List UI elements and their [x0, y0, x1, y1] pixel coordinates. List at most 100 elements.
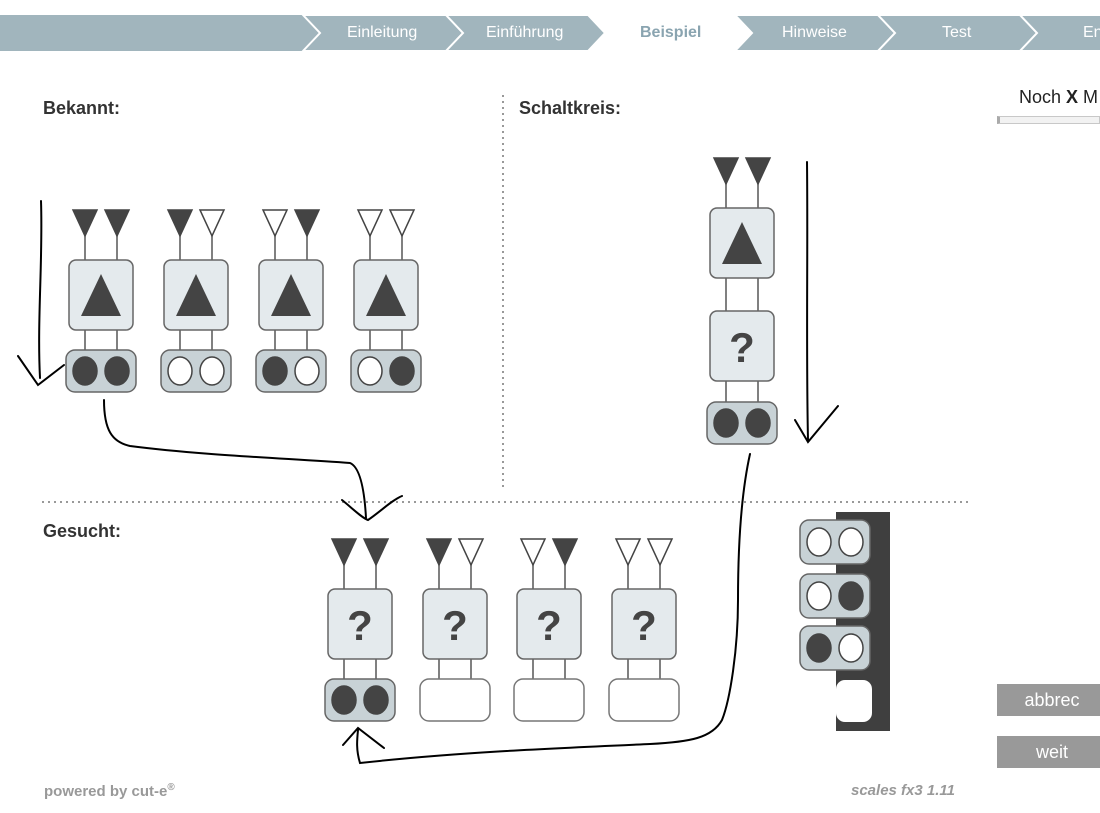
output-dot-filled: [262, 356, 288, 386]
output-dot-empty: [199, 356, 225, 386]
input-triangle-filled: [293, 209, 321, 238]
powered-by-text: powered by cut-e®: [44, 782, 175, 800]
input-triangle-filled: [330, 538, 358, 567]
output-dot-filled: [363, 685, 389, 715]
operator-box-frame: [611, 588, 677, 660]
input-triangle-filled: [166, 209, 194, 238]
nav-segment-end[interactable]: [1017, 14, 1100, 52]
operator-triangle-icon: [81, 274, 121, 316]
registered-mark: ®: [167, 782, 175, 793]
operator-box: ?: [327, 588, 393, 660]
answer-option-4[interactable]: [836, 680, 872, 722]
output-dot-empty: [167, 356, 193, 386]
answer-rail: [799, 512, 890, 731]
cancel-button[interactable]: abbrec: [997, 684, 1100, 716]
output-box-empty-frame: [513, 678, 585, 722]
output-dot-empty: [357, 356, 383, 386]
circuit-input-triangle-filled: [712, 157, 740, 186]
output-dot-filled: [72, 356, 98, 386]
circuit-operator-2-frame: [709, 310, 775, 382]
answer-dot-empty: [838, 633, 864, 663]
known-example-4: [350, 209, 422, 393]
input-triangle-empty: [457, 538, 485, 567]
operator-box-frame: [516, 588, 582, 660]
operator-box: [163, 259, 229, 331]
annotation-connector-circuit-to-wanted: [342, 453, 751, 765]
circuit-operator-1: [709, 207, 775, 279]
operator-question-mark: ?: [536, 602, 562, 649]
operator-triangle-icon: [366, 274, 406, 316]
output-box: [255, 349, 327, 393]
input-triangle-empty: [356, 209, 384, 238]
answer-option-2[interactable]: [799, 573, 871, 619]
operator-box: ?: [422, 588, 488, 660]
output-box: [513, 678, 585, 722]
wanted-task-1[interactable]: ?: [324, 538, 396, 722]
input-triangle-filled: [362, 538, 390, 567]
hand-drawn-annotations: [17, 161, 839, 765]
circuit-input-triangle-filled: [744, 157, 772, 186]
step-navigation: [0, 14, 1100, 52]
next-button[interactable]: weit: [997, 736, 1100, 768]
input-triangle-empty: [519, 538, 547, 567]
output-dot-empty: [294, 356, 320, 386]
answer-option-3[interactable]: [799, 625, 871, 671]
circuit-operator-2: ?: [709, 310, 775, 382]
input-triangle-filled: [551, 538, 579, 567]
output-dot-filled: [104, 356, 130, 386]
known-example-3: [255, 209, 327, 393]
nav-segment-start: [0, 15, 320, 51]
input-triangle-empty: [388, 209, 416, 238]
operator-triangle-icon: [722, 222, 762, 264]
version-text: scales fx3 1.11: [851, 782, 955, 799]
operator-box: ?: [611, 588, 677, 660]
nav-label-test[interactable]: Test: [942, 24, 972, 41]
input-triangle-empty: [261, 209, 289, 238]
nav-label-hinweise[interactable]: Hinweise: [782, 24, 847, 41]
time-progress-bar: [997, 116, 1100, 124]
powered-by-label: powered by cut-e: [44, 783, 168, 800]
output-box: [608, 678, 680, 722]
answer-option-1[interactable]: [799, 519, 871, 565]
answer-dot-empty: [838, 527, 864, 557]
operator-question-mark: ?: [631, 602, 657, 649]
known-section-title: Bekannt:: [43, 98, 121, 118]
output-box-empty-frame: [608, 678, 680, 722]
operator-question-mark: ?: [442, 602, 468, 649]
output-dot-filled: [389, 356, 415, 386]
output-dot-filled: [331, 685, 357, 715]
nav-label-einfuehrung[interactable]: Einführung: [486, 24, 564, 41]
nav-label-end[interactable]: En: [1083, 24, 1100, 41]
remaining-value: X: [1066, 87, 1079, 107]
operator-triangle-icon: [271, 274, 311, 316]
output-box: [65, 349, 137, 393]
remaining-suffix: M: [1078, 87, 1099, 107]
nav-label-einleitung[interactable]: Einleitung: [347, 24, 418, 41]
operator-triangle-icon: [176, 274, 216, 316]
wanted-task-3[interactable]: ?: [513, 538, 585, 722]
wanted-section-title: Gesucht:: [43, 521, 122, 541]
circuit-section-title: Schaltkreis:: [519, 98, 622, 118]
circuit-output-box: [706, 401, 778, 445]
known-example-1: [65, 209, 137, 393]
annotation-down-arrow-right: [794, 161, 839, 444]
answer-empty-slot: [836, 680, 872, 722]
input-triangle-empty: [614, 538, 642, 567]
answer-dot-empty: [806, 581, 832, 611]
output-box: [350, 349, 422, 393]
operator-box: [353, 259, 419, 331]
operator-box: [68, 259, 134, 331]
output-box: [419, 678, 491, 722]
nav-label-beispiel[interactable]: Beispiel: [640, 24, 702, 41]
answer-dot-empty: [806, 527, 832, 557]
input-triangle-empty: [646, 538, 674, 567]
operator-box-frame: [327, 588, 393, 660]
annotation-connector-known-to-wanted: [103, 399, 403, 522]
input-triangle-empty: [198, 209, 226, 238]
wanted-task-4[interactable]: ?: [608, 538, 680, 722]
wanted-task-2[interactable]: ?: [419, 538, 491, 722]
output-box-empty-frame: [419, 678, 491, 722]
nav-segment-beispiel[interactable]: [588, 15, 752, 51]
output-dot-filled: [745, 408, 771, 438]
